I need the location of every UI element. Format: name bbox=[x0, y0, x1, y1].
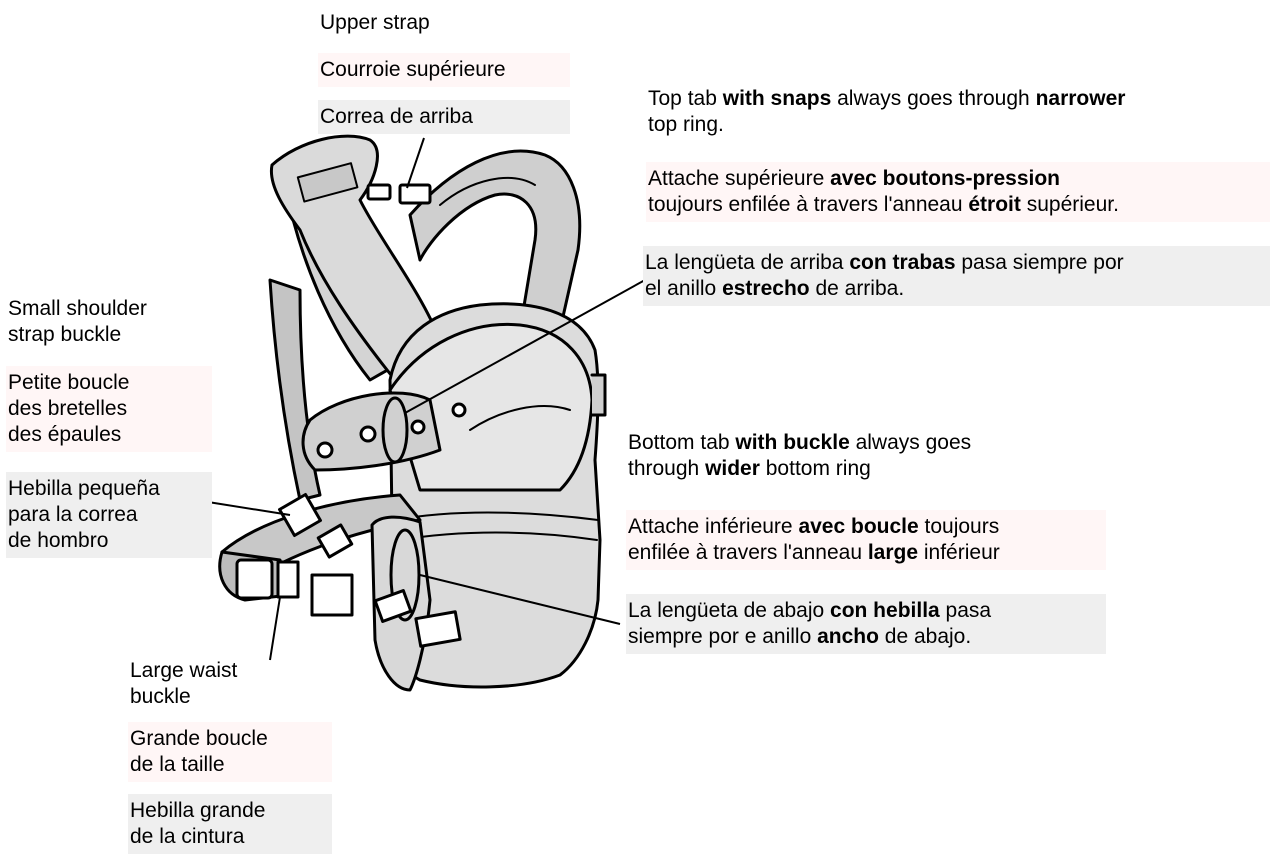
upper-strap-buckle bbox=[368, 185, 430, 203]
label-top-tab-en: Top tab with snaps always goes through n… bbox=[646, 82, 1266, 142]
leader-upper-strap bbox=[407, 138, 424, 188]
label-top-tab-fr: Attache supérieure avec boutons-pression… bbox=[646, 162, 1270, 222]
label-bottom-tab-en: Bottom tab with buckle always goes throu… bbox=[626, 426, 1106, 486]
label-bottom-tab-es: La lengüeta de abajo con hebilla pasa si… bbox=[626, 594, 1106, 654]
leader-waist-buckle bbox=[270, 597, 280, 660]
leader-small-buckle bbox=[208, 502, 290, 515]
label-upper-strap-fr: Courroie supérieure bbox=[318, 53, 570, 87]
large-waist-buckle bbox=[237, 560, 352, 615]
label-upper-strap-en: Upper strap bbox=[318, 6, 570, 40]
label-bottom-tab-fr: Attache inférieure avec boucle toujours … bbox=[626, 510, 1106, 570]
label-top-tab-es: La lengüeta de arriba con trabas pasa si… bbox=[643, 246, 1270, 306]
label-upper-strap-es: Correa de arriba bbox=[318, 100, 570, 134]
